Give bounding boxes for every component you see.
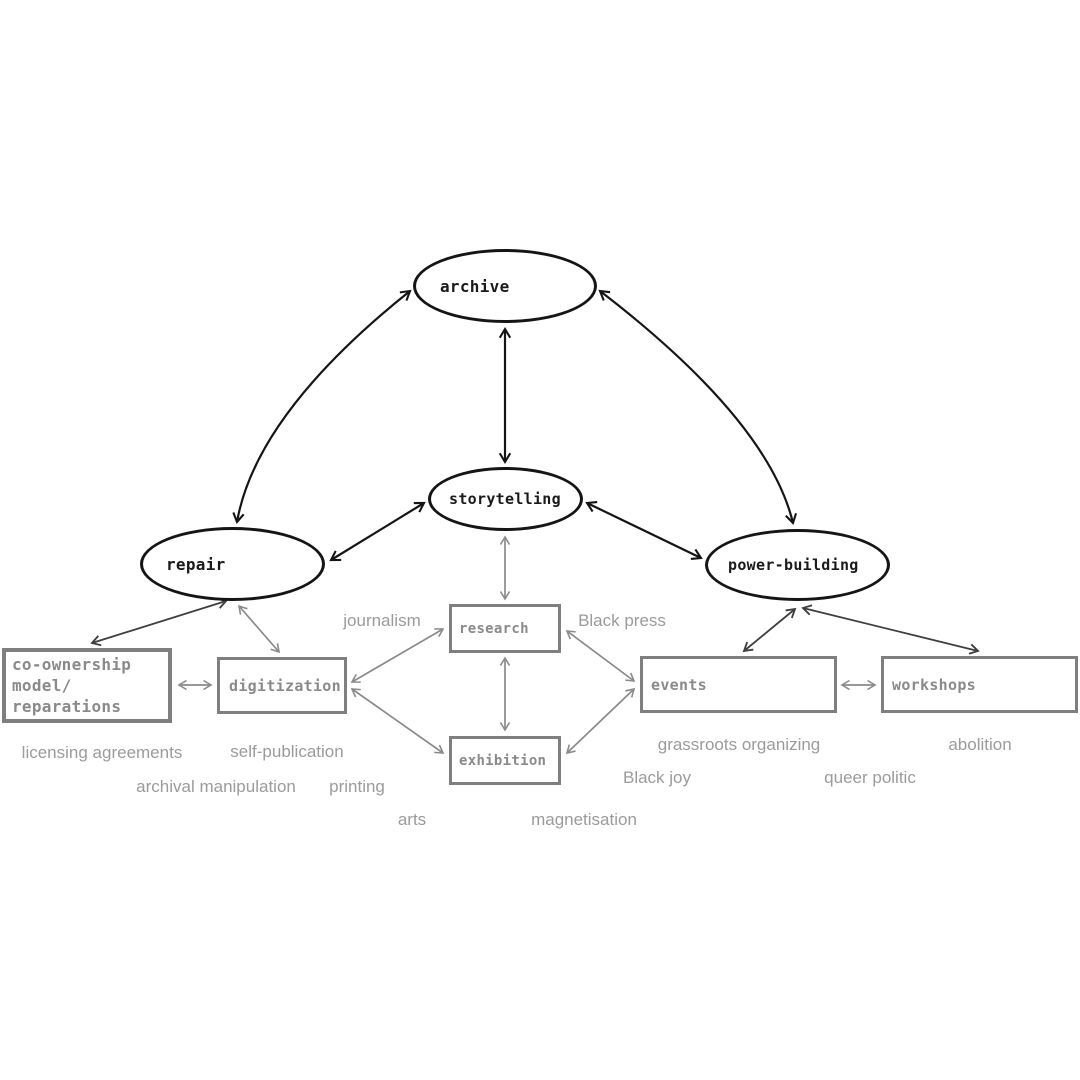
label-black-joy: Black joy [622,768,692,787]
node-archive: archive [413,249,597,323]
node-repair: repair [140,527,325,601]
label-abolition: abolition [948,735,1012,754]
arrow-archive-power-building [598,289,798,525]
label-licensing-agreements: licensing agreements [21,743,183,762]
node-storytelling-label: storytelling [449,490,561,508]
node-archive-label: archive [440,276,510,296]
arrow-archive-repair [232,289,412,525]
arrow-storytelling-power-building [585,501,703,560]
node-power-building: power-building [705,529,890,601]
node-events-label: events [651,675,707,694]
arrow-repair-digitization [237,604,281,654]
node-exhibition: exhibition [449,736,561,785]
node-repair-label: repair [166,554,226,574]
node-events: events [640,656,837,713]
node-co-ownership-line2: model/ [12,675,72,695]
arrow-repair-storytelling [329,501,426,562]
arrow-power-building-workshops [801,604,980,655]
node-workshops: workshops [881,656,1078,713]
node-research: research [449,604,561,653]
label-self-publication: self-publication [230,742,344,761]
node-workshops-label: workshops [892,675,976,694]
arrow-digitization-research [350,628,445,683]
label-magnetisation: magnetisation [531,810,637,829]
arrow-repair-co-ownership [90,597,228,647]
node-storytelling: storytelling [428,467,583,531]
arrow-research-events [565,630,636,682]
label-printing: printing [329,777,385,796]
node-research-label: research [459,620,529,637]
arrow-exhibition-events [565,687,636,755]
label-arts: arts [397,810,427,829]
node-digitization-label: digitization [229,676,341,695]
node-co-ownership-line3: reparations [12,696,122,716]
node-co-ownership: co-ownership model/ reparations [2,648,172,723]
label-queer-politic: queer politic [824,768,916,787]
node-co-ownership-line1: co-ownership [12,655,132,674]
label-grassroots-organizing: grassroots organizing [657,735,821,754]
label-black-press: Black press [578,611,666,630]
arrow-digitization-exhibition [350,688,445,754]
label-journalism: journalism [343,611,421,630]
node-digitization: digitization [217,657,347,714]
node-exhibition-label: exhibition [459,752,547,769]
label-archival-manipulation: archival manipulation [136,777,296,796]
node-power-building-label: power-building [728,556,859,574]
arrow-power-building-events [742,607,797,653]
